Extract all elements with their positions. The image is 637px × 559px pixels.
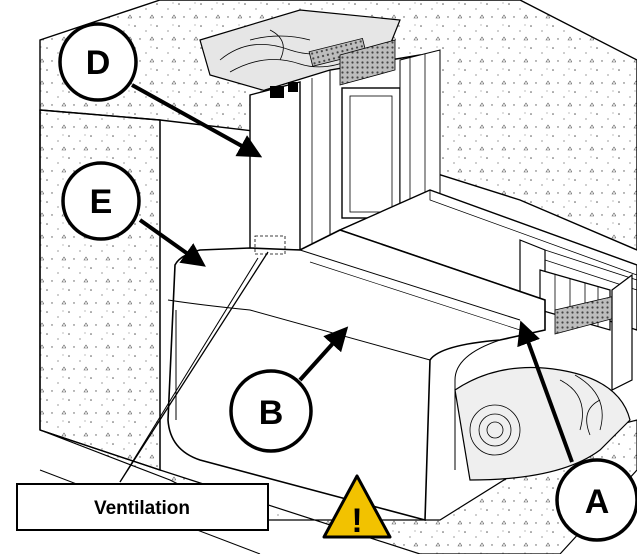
- callout-d: D: [58, 22, 263, 158]
- ventilation-leader-line: [119, 251, 269, 483]
- callout-a-circle: [555, 458, 637, 542]
- callout-e-arrow: [138, 218, 206, 267]
- warning-triangle-icon: !: [322, 474, 392, 540]
- ventilation-callout: Ventilation: [16, 251, 269, 531]
- ventilation-label: Ventilation: [94, 498, 190, 519]
- warning-symbol: !: [351, 502, 362, 540]
- callout-b-arrow: [298, 326, 349, 382]
- callout-d-label: D: [86, 44, 111, 82]
- callout-b: B: [229, 326, 349, 453]
- callout-e-circle: [61, 161, 141, 241]
- ventilation-label-box: [16, 483, 269, 531]
- ventilation-leader-line-2: [119, 257, 259, 483]
- callout-a: A: [517, 320, 637, 542]
- callout-b-label: B: [259, 394, 284, 432]
- window-bottom-rail: [338, 189, 637, 391]
- ventilation-opening: [254, 235, 286, 255]
- callout-b-circle: [229, 369, 313, 453]
- callout-d-circle: [58, 22, 138, 102]
- callout-d-arrow: [131, 83, 263, 158]
- callout-a-arrow: [517, 320, 574, 463]
- callout-e-label: E: [90, 183, 113, 221]
- callout-e: E: [61, 161, 206, 267]
- callout-a-label: A: [585, 483, 610, 521]
- timber-base: [454, 366, 631, 481]
